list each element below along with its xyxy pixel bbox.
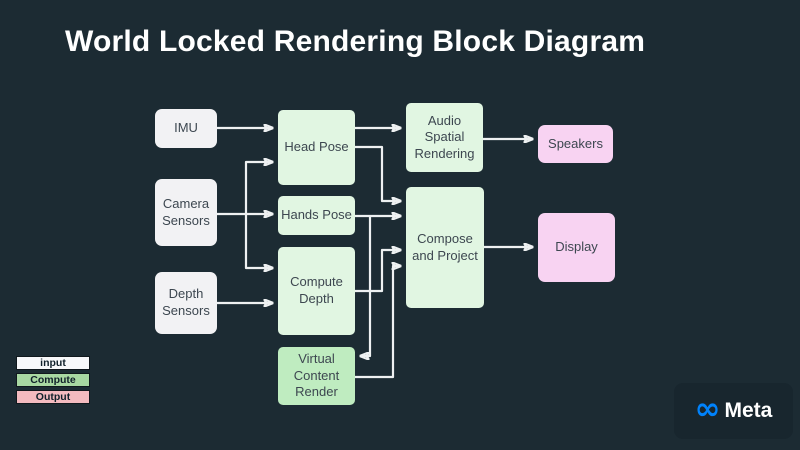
meta-wordmark: Meta	[724, 399, 773, 422]
node-depth-sensors: Depth Sensors	[155, 272, 217, 334]
node-speakers: Speakers	[538, 125, 613, 163]
node-label: Head Pose	[284, 139, 349, 155]
node-label: Compose and Project	[412, 230, 478, 263]
node-camera-sensors: Camera Sensors	[155, 179, 217, 246]
node-label: Compute Depth	[290, 274, 343, 306]
legend-item-input: input	[16, 356, 90, 370]
legend-label: input	[40, 357, 66, 369]
node-head-pose: Head Pose	[278, 110, 355, 185]
edge-handspose-virtualrender	[360, 216, 372, 356]
legend-label: Output	[35, 391, 71, 403]
node-hands-pose: Hands Pose	[278, 196, 355, 235]
node-label: Audio Spatial Rendering	[414, 112, 475, 161]
page-title: World Locked Rendering Block Diagram	[65, 25, 646, 58]
legend: input Compute Output	[16, 356, 90, 404]
node-label: IMU	[174, 120, 198, 136]
node-display: Display	[538, 213, 615, 282]
legend-label: Compute	[30, 374, 76, 386]
edge-camera-headpose	[244, 162, 273, 214]
node-label: Display	[555, 239, 598, 255]
node-compose-and-project: Compose and Project	[406, 187, 484, 308]
node-compute-depth: Compute Depth	[278, 247, 355, 335]
node-label: Speakers	[548, 135, 603, 151]
edge-virtualrender-compose	[355, 266, 401, 379]
legend-item-output: Output	[16, 390, 90, 404]
node-label: Camera Sensors	[162, 195, 210, 228]
edge-camera-computedepth	[244, 214, 273, 268]
node-label: Hands Pose	[281, 207, 352, 223]
legend-item-compute: Compute	[16, 373, 90, 387]
edge-computedepth-compose	[355, 250, 401, 293]
meta-logo-badge: ∞ Meta	[674, 383, 793, 439]
node-audio-spatial-rendering: Audio Spatial Rendering	[406, 103, 483, 172]
edge-headpose-compose	[355, 145, 401, 201]
node-virtual-content-render: Virtual Content Render	[278, 347, 355, 405]
node-label: Depth Sensors	[162, 286, 210, 318]
node-imu: IMU	[155, 109, 217, 148]
node-label: Virtual Content Render	[293, 351, 340, 400]
